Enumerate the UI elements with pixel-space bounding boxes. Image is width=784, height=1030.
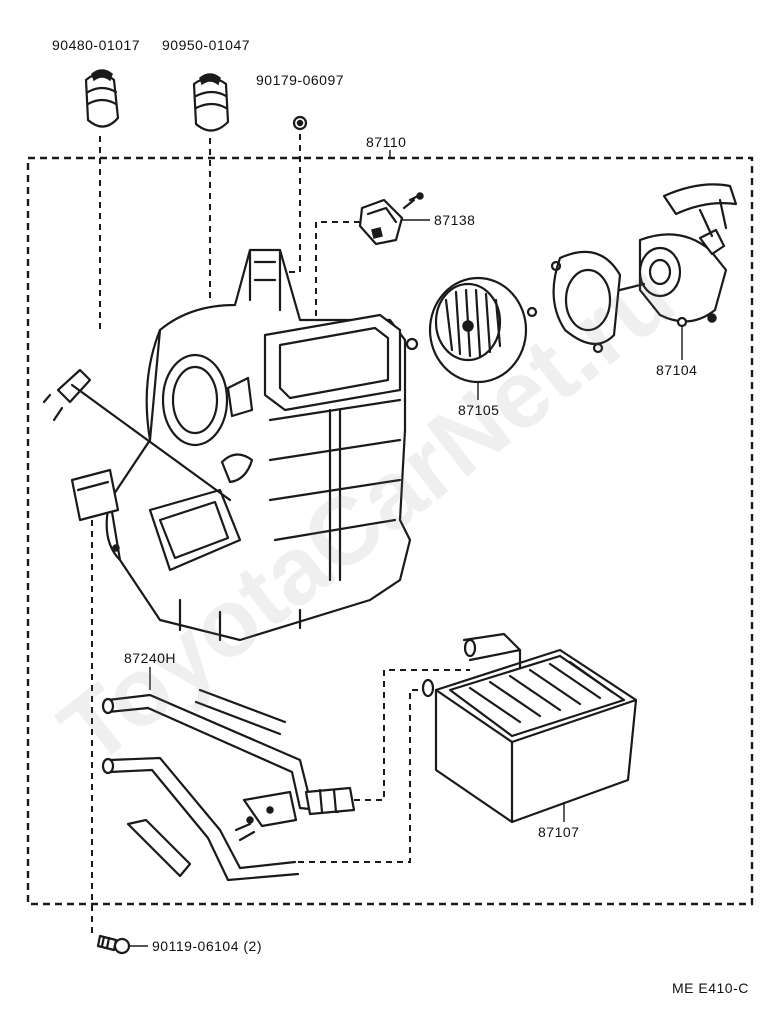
- label-90179-06097: 90179-06097: [256, 72, 345, 88]
- label-87138: 87138: [434, 212, 476, 228]
- hose-to-core-leader-1: [354, 669, 470, 801]
- label-90950-01047: 90950-01047: [162, 37, 251, 53]
- hose-to-core-leader-2: [298, 689, 430, 863]
- heater-core-87107: [421, 632, 638, 824]
- nut-90179-06097: [292, 115, 308, 131]
- grommet-90480-01017: [84, 69, 120, 128]
- label-90119-06104: 90119-06104 (2): [152, 938, 262, 954]
- hose-87240h: [101, 688, 356, 882]
- label-87240h: 87240H: [124, 650, 177, 666]
- drawing-code: ME E410-C: [672, 980, 749, 996]
- label-87110: 87110: [366, 134, 407, 150]
- assembly-87110-frame: [26, 156, 754, 906]
- motor-plate: [550, 250, 622, 354]
- resistor-87138: [358, 192, 424, 246]
- heater-case-body: [98, 248, 412, 642]
- label-87105: 87105: [458, 402, 500, 418]
- grommet-90950-01047: [192, 73, 230, 132]
- linkage-lever: [42, 368, 232, 552]
- resistor-87138-leader: [315, 221, 360, 318]
- label-90480-01017: 90480-01017: [52, 37, 141, 53]
- blower-fan-87105: [405, 276, 538, 384]
- label-87104: 87104: [656, 362, 698, 378]
- screw-90119-06104: [96, 934, 131, 955]
- label-87107: 87107: [538, 824, 580, 840]
- blower-motor-87104: [618, 183, 738, 328]
